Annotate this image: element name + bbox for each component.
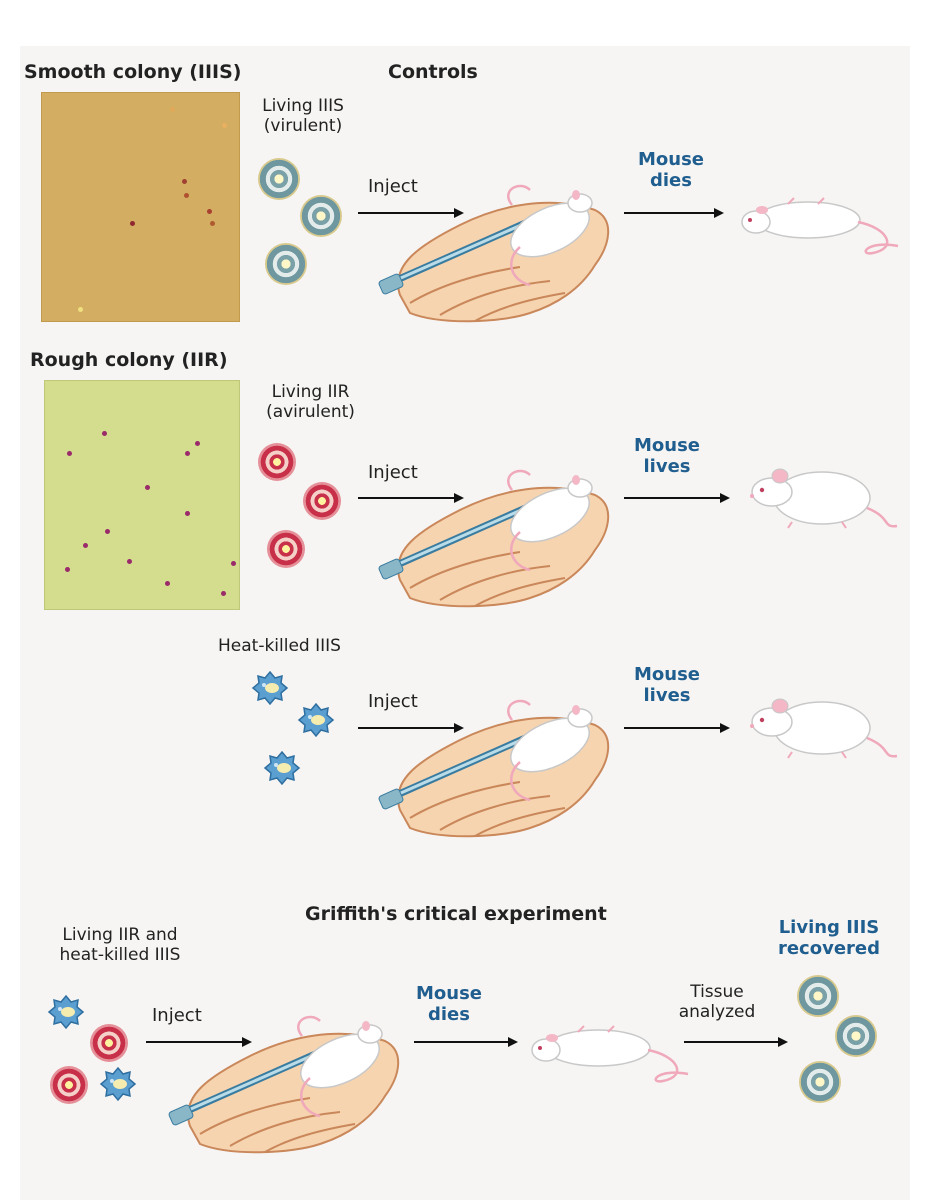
critical-experiment-heading: Griffith's critical experiment (305, 903, 607, 925)
colony-spot (67, 451, 72, 456)
dead-mouse-icon (530, 1024, 690, 1083)
colony-spot (184, 193, 189, 198)
colony-spot (195, 441, 200, 446)
colony-spot (127, 559, 132, 564)
rough-bacterium-icon (258, 443, 296, 481)
label-line: Living IIR (271, 382, 350, 402)
outcome-mouse-lives: Mouse lives (612, 664, 722, 706)
heat-killed-bacterium-icon (252, 671, 288, 705)
living-iiis-label: Living IIIS (virulent) (248, 96, 358, 136)
outcome-line: lives (643, 684, 691, 706)
outcome-mouse-lives: Mouse lives (612, 435, 722, 477)
outcome-line: Mouse (415, 983, 482, 1004)
smooth-bacterium-icon (797, 975, 839, 1017)
label-line: (avirulent) (266, 401, 355, 422)
rough-bacterium-icon (267, 530, 305, 568)
outcome-line: Mouse (637, 149, 704, 170)
tissue-analyzed-label: Tissue analyzed (662, 982, 772, 1022)
smooth-bacterium-icon (835, 1015, 877, 1057)
colony-spot (207, 209, 212, 214)
rough-bacterium-icon (303, 482, 341, 520)
hand-syringe-icon (378, 701, 608, 836)
outcome-line: dies (650, 169, 692, 191)
controls-heading: Controls (388, 61, 478, 83)
smooth-bacterium-icon (799, 1061, 841, 1103)
outcome-line: Mouse (633, 435, 700, 456)
smooth-bacterium-icon (265, 243, 307, 285)
hand-syringe-icon (378, 471, 608, 606)
hand-syringe-icon (168, 1017, 398, 1152)
outcome-line: Mouse (633, 664, 700, 685)
result-line: Living IIIS (778, 917, 880, 938)
label-line: Living IIIS (262, 96, 344, 116)
mixed-bacteria-label: Living IIR and heat-killed IIIS (30, 925, 210, 965)
result-line: recovered (777, 937, 881, 959)
rough-bacterium-icon (90, 1024, 128, 1062)
colony-spot (65, 567, 70, 572)
smooth-bacterium-icon (258, 158, 300, 200)
living-mouse-icon (748, 467, 899, 530)
colony-spot (185, 451, 190, 456)
smooth-colony-label: Smooth colony (IIIS) (24, 61, 242, 83)
colony-spot (185, 511, 190, 516)
label-line: heat-killed IIIS (59, 944, 181, 965)
rough-bacterium-icon (50, 1066, 88, 1104)
outcome-line: dies (428, 1003, 470, 1025)
living-mouse-icon (748, 697, 899, 760)
rough-colony-label: Rough colony (IIR) (30, 349, 228, 371)
hand-syringe-icon (378, 186, 608, 321)
colony-spot (222, 123, 227, 128)
colony-spot (231, 561, 236, 566)
label-line: analyzed (678, 1001, 756, 1022)
colony-spot (130, 221, 135, 226)
outcome-mouse-dies: Mouse dies (394, 983, 504, 1025)
heat-killed-bacterium-icon (264, 751, 300, 785)
colony-spot (83, 543, 88, 548)
colony-spot (102, 431, 107, 436)
living-iir-label: Living IIR (avirulent) (248, 382, 373, 422)
colony-spot (210, 221, 215, 226)
result-living-iiis-recovered: Living IIIS recovered (764, 917, 894, 959)
colony-spot (78, 307, 83, 312)
inject-label: Inject (368, 462, 418, 483)
label-line: Tissue (690, 982, 744, 1002)
colony-spot (105, 529, 110, 534)
dead-mouse-icon (740, 196, 900, 255)
heat-killed-bacterium-icon (100, 1067, 136, 1101)
outcome-mouse-dies: Mouse dies (616, 149, 726, 191)
heat-killed-bacterium-icon (298, 703, 334, 737)
rough-colony-plate (44, 380, 240, 610)
inject-label: Inject (368, 691, 418, 712)
smooth-colony-plate (41, 92, 240, 322)
inject-label: Inject (368, 176, 418, 197)
colony-spot (182, 179, 187, 184)
label-line: Living IIR and (62, 925, 178, 945)
label-line: (virulent) (263, 115, 343, 136)
inject-label: Inject (152, 1005, 202, 1026)
colony-spot (165, 581, 170, 586)
colony-spot (170, 107, 175, 112)
outcome-line: lives (643, 455, 691, 477)
smooth-bacterium-icon (300, 195, 342, 237)
colony-spot (221, 591, 226, 596)
heat-killed-bacterium-icon (48, 995, 84, 1029)
colony-spot (145, 485, 150, 490)
heat-killed-label: Heat-killed IIIS (218, 636, 341, 656)
